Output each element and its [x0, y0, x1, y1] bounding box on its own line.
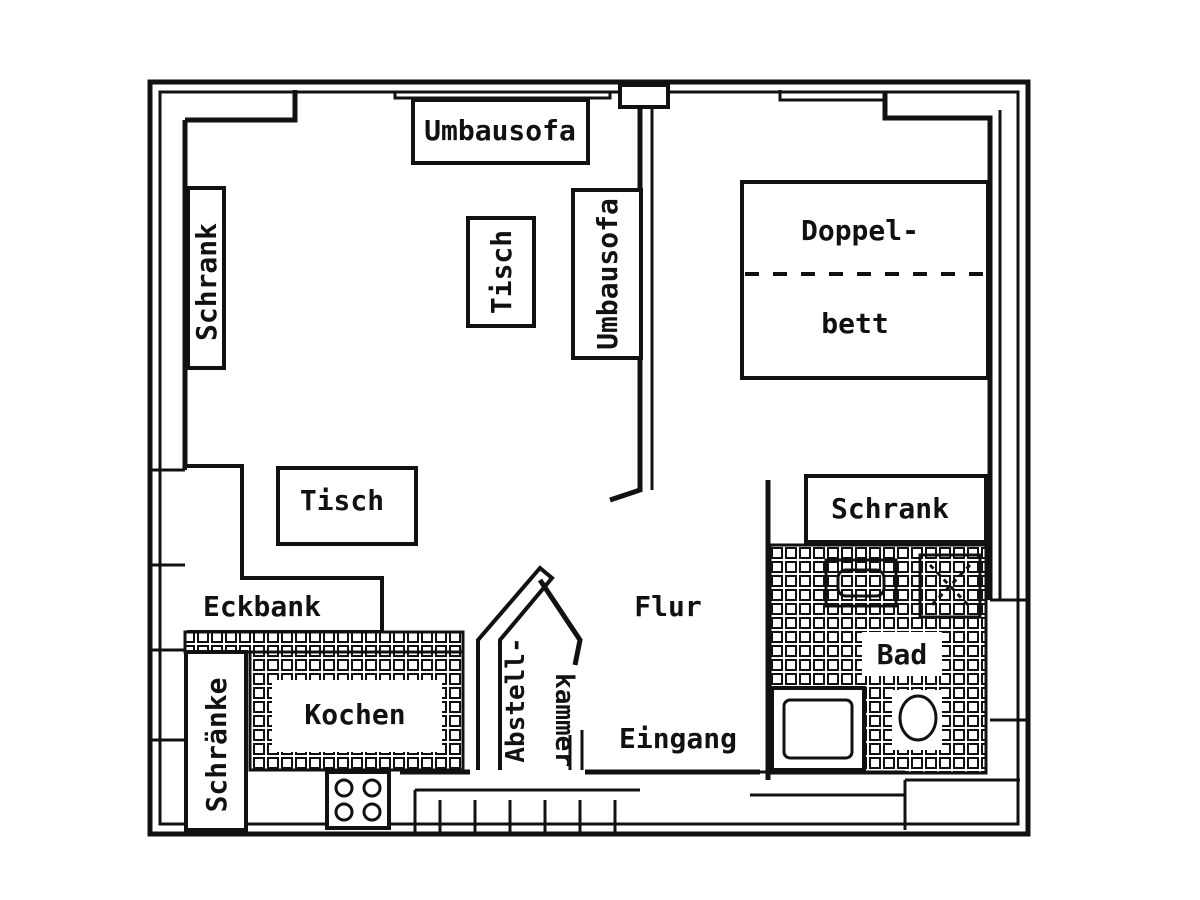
table-horizontal-label: Tisch — [300, 484, 384, 517]
bathroom-label: Bad — [877, 638, 928, 671]
storage-label-1: Abstell- — [501, 637, 531, 762]
double-bed-label-1: Doppel- — [801, 214, 919, 247]
wardrobe-right: Schrank — [804, 474, 988, 544]
kitchen: Kochen — [183, 630, 465, 830]
hallway: Flur Eingang — [400, 590, 760, 834]
kitchen-label: Kochen — [304, 698, 405, 731]
toilet-icon — [892, 690, 942, 750]
shower-icon — [918, 553, 982, 619]
wardrobe-left-label: Schrank — [190, 223, 223, 341]
corner-bench-label: Eckbank — [203, 590, 321, 623]
sofa-side-label: Umbausofa — [591, 198, 624, 350]
sofa-top-label: Umbausofa — [424, 114, 576, 147]
table-vertical: Tisch — [466, 216, 536, 328]
cabinets-label: Schränke — [200, 678, 233, 813]
cabinets: Schränke — [184, 650, 248, 832]
corner-bench: Eckbank — [187, 464, 384, 634]
table-vertical-label: Tisch — [485, 230, 518, 314]
sink-icon — [824, 558, 898, 608]
storage-room: Abstell- kammer — [476, 565, 584, 770]
storage-label-2: kammer — [549, 673, 579, 767]
wardrobe-right-label: Schrank — [831, 492, 949, 525]
wardrobe-left: Schrank — [186, 186, 226, 370]
stove-icon — [325, 770, 391, 830]
entrance-label: Eingang — [619, 722, 737, 755]
sofa-top: Umbausofa — [411, 98, 590, 165]
sofa-side: Umbausofa — [571, 188, 643, 360]
bathroom: Bad — [750, 480, 988, 797]
hallway-label: Flur — [634, 590, 701, 623]
double-bed: Doppel- bett — [740, 180, 990, 380]
table-horizontal: Tisch — [276, 466, 418, 546]
double-bed-label-2: bett — [821, 307, 888, 340]
bathtub-icon — [770, 686, 866, 772]
